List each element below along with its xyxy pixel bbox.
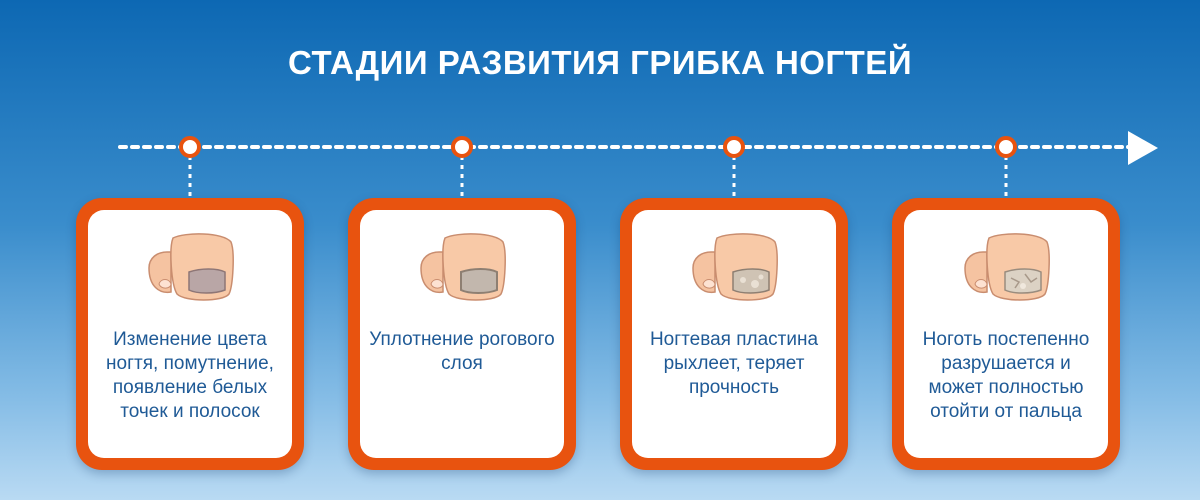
timeline-node-4 [995,136,1017,158]
stage-card-3: Ногтевая пластина рыхлеет, теряет прочно… [620,198,848,470]
toe-icon [420,233,506,301]
toe-icon [964,233,1050,301]
stage-card-inner: Изменение цвета ногтя, помутнение, появл… [88,210,292,458]
stage-card-inner: Ногтевая пластина рыхлеет, теряет прочно… [632,210,836,458]
toe-icon [692,233,778,301]
timeline-arrowhead [1128,131,1158,165]
toe-icon [148,233,234,301]
stage-card-4: Ноготь постепенно разрушается и может по… [892,198,1120,470]
stage-card-2: Уплотнение рогового слоя [348,198,576,470]
timeline-node-1 [179,136,201,158]
stage-card-inner: Ноготь постепенно разрушается и может по… [904,210,1108,458]
timeline-node-2 [451,136,473,158]
stage-description: Изменение цвета ногтя, помутнение, появл… [106,329,274,422]
stage-description: Ногтевая пластина рыхлеет, теряет прочно… [649,329,819,398]
timeline-node-3 [723,136,745,158]
stage-card-1: Изменение цвета ногтя, помутнение, появл… [76,198,304,470]
stage-description: Ноготь постепенно разрушается и может по… [922,329,1090,422]
stage-card-inner: Уплотнение рогового слоя [360,210,564,458]
page-title: СТАДИИ РАЗВИТИЯ ГРИБКА НОГТЕЙ [287,44,913,81]
stage-description: Уплотнение рогового слоя [369,329,555,374]
